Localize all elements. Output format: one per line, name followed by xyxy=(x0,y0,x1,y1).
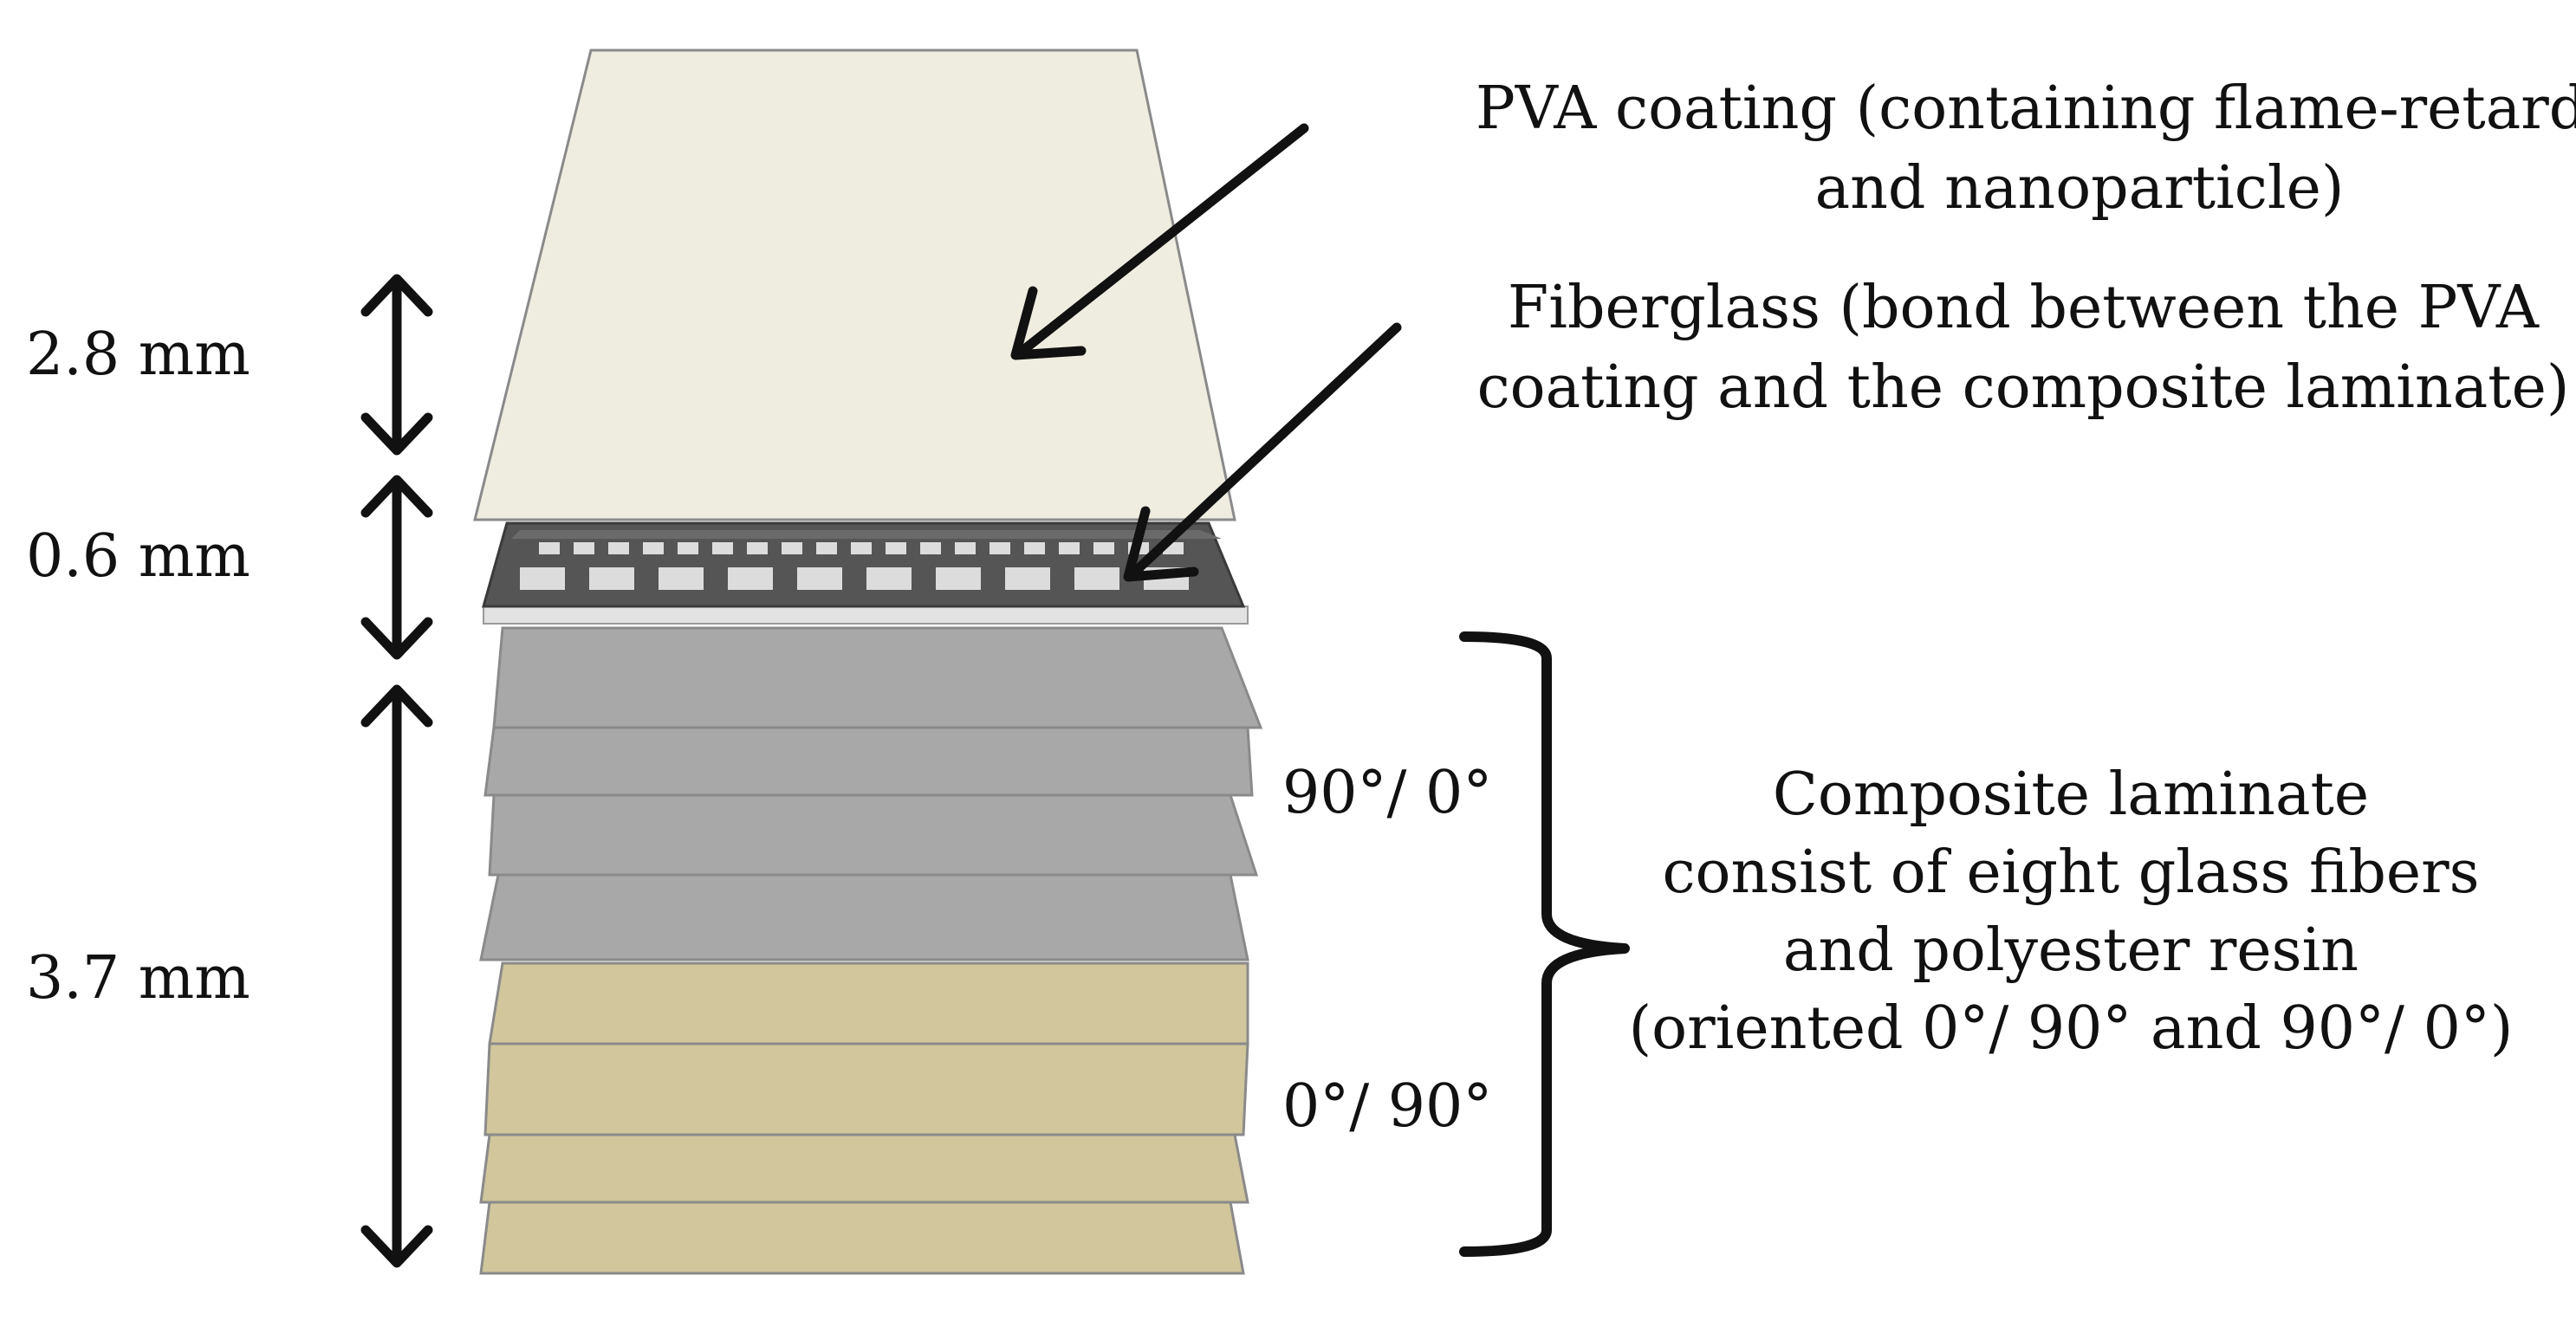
fiberglass-mesh-layer xyxy=(482,521,1249,625)
dimension-arrow-pva xyxy=(360,274,433,456)
ply-6 xyxy=(483,1042,1249,1136)
pva-coating-layer xyxy=(473,49,1236,521)
mesh-gap-bottom xyxy=(520,567,565,590)
mesh-gap-bottom xyxy=(1074,567,1119,590)
mesh-gap-bottom xyxy=(659,567,704,590)
mesh-gap-top xyxy=(782,542,802,554)
mesh-gap-top xyxy=(816,542,837,554)
laminate-bracket xyxy=(1459,631,1630,1257)
dimension-label-laminate: 3.7 mm xyxy=(26,944,250,1013)
mesh-gap-top xyxy=(955,542,976,554)
mesh-gap-top xyxy=(1059,542,1080,554)
composite-laminate-plies xyxy=(479,626,1263,1275)
mesh-gap-top xyxy=(1024,542,1045,554)
mesh-gap-top xyxy=(608,542,629,554)
pva-pointer-arrow xyxy=(1010,123,1309,360)
laminate-label-line1: Composite laminate xyxy=(1773,761,2369,829)
fiberglass-label-line2: coating and the composite laminate) xyxy=(1477,353,2570,422)
dimension-label-fiberglass: 0.6 mm xyxy=(26,522,250,591)
laminate-label-line4: (oriented 0°/ 90° and 90°/ 0°) xyxy=(1629,994,2514,1063)
orientation-label-upper: 90°/ 0° xyxy=(1282,759,1492,827)
ply-4 xyxy=(479,873,1249,961)
mesh-gap-top xyxy=(574,542,594,554)
fiberglass-pointer-arrow xyxy=(1123,322,1402,582)
mesh-gap-top xyxy=(539,542,560,554)
dimension-label-pva: 2.8 mm xyxy=(26,320,250,389)
mesh-gap-bottom xyxy=(866,567,912,590)
mesh-gap-top xyxy=(990,542,1010,554)
pva-label-line2: and nanoparticle) xyxy=(1815,154,2345,223)
mesh-gap-bottom xyxy=(589,567,634,590)
mesh-gap-top xyxy=(920,542,941,554)
dimension-arrow-fiberglass xyxy=(360,475,433,660)
ply-7 xyxy=(479,1133,1249,1204)
mesh-gap-bottom xyxy=(1005,567,1050,590)
mesh-gap-bottom xyxy=(936,567,981,590)
laminate-label-line2: consist of eight glass fibers xyxy=(1662,838,2479,907)
mesh-gap-top xyxy=(678,542,698,554)
mesh-gap-top xyxy=(643,542,664,554)
ply-8 xyxy=(479,1201,1245,1275)
laminate-label-line3: and polyester resin xyxy=(1783,916,2359,985)
orientation-label-lower: 0°/ 90° xyxy=(1282,1072,1492,1141)
ply-5 xyxy=(488,961,1249,1045)
mesh-gap-top xyxy=(851,542,872,554)
ply-3 xyxy=(488,793,1259,877)
fiberglass-label-line1: Fiberglass (bond between the PVA xyxy=(1508,274,2540,342)
mesh-gap-top xyxy=(886,542,906,554)
mesh-gap-top xyxy=(712,542,733,554)
ply-1 xyxy=(492,626,1263,729)
mesh-gap-bottom xyxy=(728,567,773,590)
mesh-gap-bottom xyxy=(797,567,842,590)
ply-2 xyxy=(483,726,1254,797)
mesh-gap-top xyxy=(747,542,768,554)
dimension-arrow-laminate xyxy=(360,684,433,1268)
mesh-gap-top xyxy=(1093,542,1114,554)
pva-label-line1: PVA coating (containing flame-retardant xyxy=(1476,74,2576,143)
